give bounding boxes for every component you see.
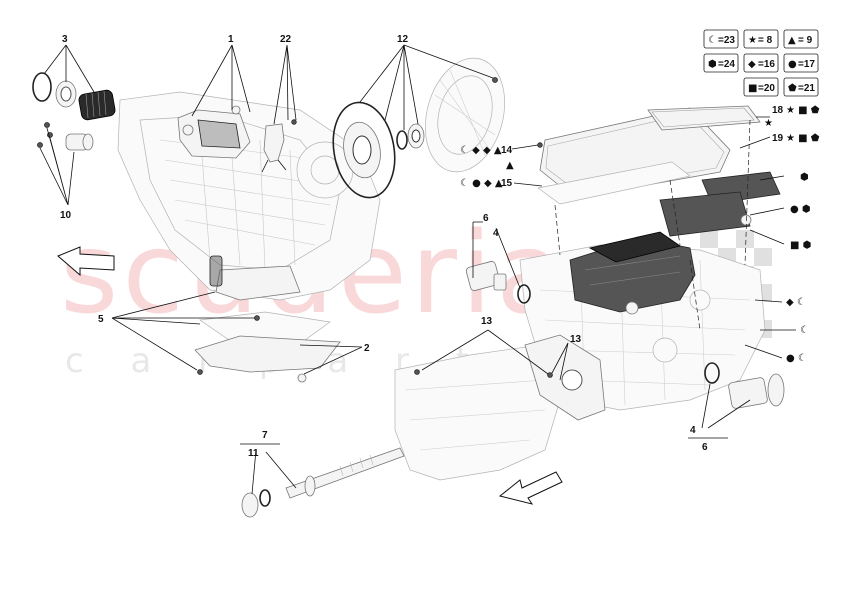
legend-symbol-pentagon: ⬟ (788, 83, 797, 94)
callout-7: 7 (262, 430, 268, 441)
legend-symbol-star: ★ (748, 35, 757, 46)
callout-22: 22 (280, 34, 292, 45)
callout-symbol-hexagon: ⬢ (800, 172, 809, 183)
callout-19-symbols: ★ ■ ⬟ (786, 133, 820, 144)
callout-11: 11 (248, 448, 259, 459)
filter-cover-with-bolts (37, 122, 94, 151)
callout-4-lower: 4 (690, 425, 696, 436)
upper-output-flange (465, 261, 531, 304)
oil-pipe-fittings (261, 119, 297, 173)
legend-symbol-moon: ☾ (708, 35, 717, 46)
callout-10: 10 (60, 210, 72, 221)
solenoid-blocks (659, 171, 781, 237)
input-shaft-assembly (241, 447, 405, 518)
callout-18-symbols: ★ ■ ⬟ (786, 105, 820, 116)
callout-14: 14 (501, 145, 513, 156)
callout-labels: 3 1 22 12 10 5 2 6 4 13 13 4 6 7 11 ☾ ◆ … (60, 34, 820, 459)
callout-15: 15 (501, 178, 513, 189)
upper-gasket (647, 105, 761, 131)
transaxle-housing (394, 344, 561, 481)
top-gasket (537, 161, 691, 205)
callout-13-right: 13 (570, 334, 582, 345)
legend-value-diamond: =16 (758, 59, 775, 70)
callout-symbol-dot-hexagon: ● ⬢ (790, 204, 811, 215)
symbol-legend: ☾ =23 ★ = 8 ▲ = 9 ⬢ =24 ◆ =16 ● =17 ■ =2… (703, 29, 819, 97)
callout-symbol-triangle: ▲ (506, 160, 514, 171)
side-cover-plate (414, 334, 606, 421)
callout-4-upper: 4 (493, 228, 499, 239)
clutch-bell-housing (424, 57, 506, 173)
snap-ring (32, 72, 52, 102)
legend-symbol-triangle: ▲ (788, 35, 796, 46)
direction-arrow-down-left-icon (498, 471, 563, 505)
filter-cartridge (78, 89, 116, 121)
callout-18: 18 (772, 105, 784, 116)
sump-gasket (199, 311, 331, 343)
callout-symbol-square-hexagon: ■ ⬢ (790, 240, 811, 251)
callout-14-symbols: ☾ ◆ ◆ ▲ (460, 145, 502, 156)
callout-3: 3 (62, 34, 68, 45)
oil-filter-assembly (32, 72, 116, 121)
leader-lines (39, 44, 771, 495)
hydraulic-valve-body (569, 231, 696, 315)
callout-symbol-moon: ☾ (800, 325, 809, 336)
callout-12: 12 (397, 34, 409, 45)
heat-exchanger (177, 105, 251, 159)
callout-15-symbols: ☾ ● ◆ ▲ (460, 178, 503, 189)
legend-value-moon: =23 (718, 35, 735, 46)
direction-arrow-left-icon (57, 246, 115, 277)
callout-19: 19 (772, 133, 784, 144)
legend-value-pentagon: =21 (798, 83, 815, 94)
legend-value-star: = 8 (758, 35, 773, 46)
callout-13-left: 13 (481, 316, 493, 327)
callout-symbol-diamond-moon: ◆ ☾ (786, 297, 806, 308)
legend-symbol-hexagon: ⬢ (708, 59, 717, 70)
legend-symbol-circle: ● (788, 59, 797, 70)
callout-6-lower: 6 (702, 442, 708, 453)
callout-6-upper: 6 (483, 213, 489, 224)
clutch-seal-kit (332, 77, 498, 199)
callout-1: 1 (228, 34, 234, 45)
legend-value-square: =20 (758, 83, 775, 94)
legend-symbol-square: ■ (748, 83, 757, 94)
assembly-guide-lines (554, 119, 751, 331)
legend-value-triangle: = 9 (798, 35, 813, 46)
callout-5: 5 (98, 314, 104, 325)
callout-symbol-dot-moon: ● ☾ (786, 353, 807, 364)
lower-output-flange (704, 362, 785, 409)
legend-symbol-diamond: ◆ (748, 59, 756, 70)
legend-value-hexagon: =24 (718, 59, 735, 70)
callout-2: 2 (364, 343, 370, 354)
legend-value-circle: =17 (798, 59, 815, 70)
callout-symbol-star: ★ (764, 118, 773, 129)
